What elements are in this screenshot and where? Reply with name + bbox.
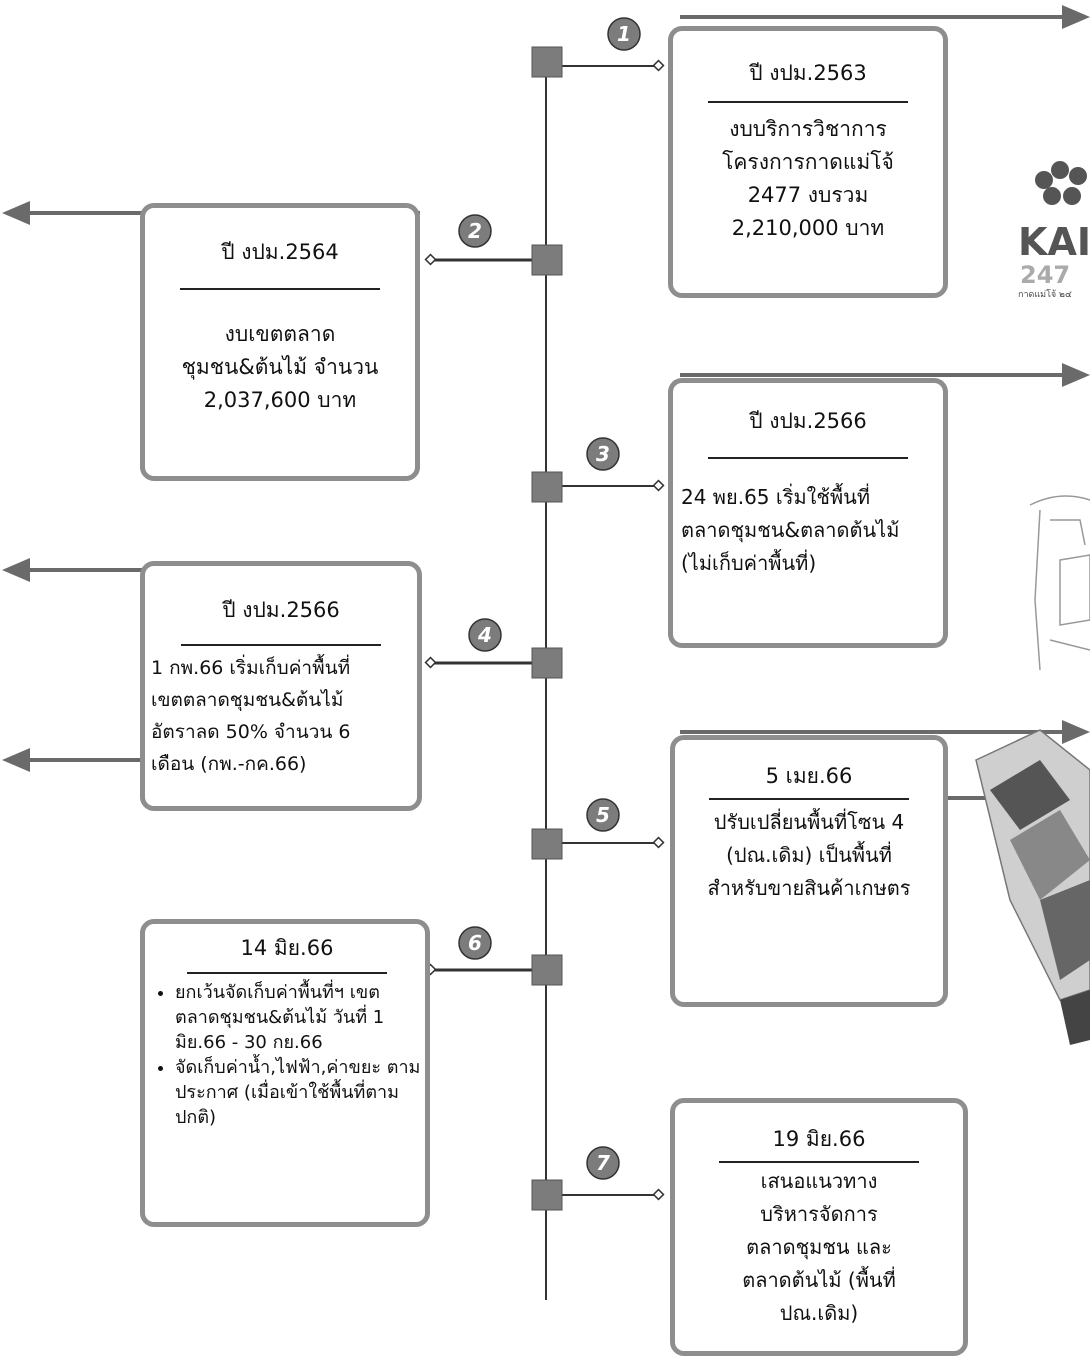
step-title: 14 มิย.66	[240, 936, 334, 960]
step-description: 1 กพ.66 เริ่มเก็บค่าพื้นที่ เขตตลาดชุมชน…	[151, 657, 351, 775]
svg-text:KAI: KAI	[1018, 220, 1090, 264]
svg-text:2: 2	[468, 219, 482, 243]
step-description: เสนอแนวทาง บริหารจัดการ ตลาดชุมชน และ ตล…	[742, 1169, 896, 1325]
step-title: ปี งปม.2566	[749, 409, 867, 433]
step-badge-1: 1	[607, 17, 641, 51]
step-title: 5 เมย.66	[765, 764, 853, 788]
step-box-4: ปี งปม.2566 1 กพ.66 เริ่มเก็บค่าพื้นที่ …	[140, 561, 422, 811]
step-description: งบเขตตลาด ชุมชน&ต้นไม้ จำนวน 2,037,600 บ…	[181, 322, 379, 412]
step-box-7: 19 มิย.66 เสนอแนวทาง บริหารจัดการ ตลาดชุ…	[670, 1098, 968, 1356]
step-badge-5: 5	[586, 798, 620, 832]
step-box-6: 14 มิย.66 ยกเว้นจัดเก็บค่าพื้นที่ฯ เขตตล…	[140, 919, 430, 1227]
step-description: 24 พย.65 เริ่มใช้พื้นที่ ตลาดชุมชน&ตลาดต…	[681, 485, 900, 575]
arrow-right-1	[680, 5, 1090, 29]
svg-text:247: 247	[1020, 261, 1070, 289]
svg-text:4: 4	[477, 623, 492, 647]
diamond-7	[652, 1188, 665, 1201]
diamond-4	[424, 656, 437, 669]
divider	[719, 1161, 919, 1163]
bullet-item: จัดเก็บค่าน้ำ,ไฟฟ้า,ค่าขยะ ตามประกาศ (เม…	[175, 1055, 421, 1130]
market-photo-illustration	[975, 729, 1090, 1045]
step-box-2: ปี งปม.2564 งบเขตตลาด ชุมชน&ต้นไม้ จำนวน…	[140, 203, 420, 481]
step-badge-3: 3	[586, 437, 620, 471]
arrow-right-3	[680, 363, 1090, 387]
svg-text:7: 7	[596, 1151, 610, 1175]
step-title: ปี งปม.2563	[749, 61, 867, 85]
arrow-right-5	[680, 720, 1090, 744]
step-badge-2: 2	[458, 214, 492, 248]
diamond-2	[424, 253, 437, 266]
node-5	[531, 828, 563, 860]
diamond-1	[652, 59, 665, 72]
svg-text:6: 6	[468, 931, 482, 955]
step-title: 19 มิย.66	[772, 1127, 866, 1151]
svg-text:3: 3	[596, 442, 610, 466]
step-bullets: ยกเว้นจัดเก็บค่าพื้นที่ฯ เขตตลาดชุมชน&ต้…	[153, 980, 421, 1130]
node-6	[531, 954, 563, 986]
step-box-1: ปี งปม.2563 งบบริการวิชาการ โครงการกาดแม…	[668, 26, 948, 298]
svg-text:1: 1	[617, 22, 631, 46]
diamond-5	[652, 836, 665, 849]
step-title: ปี งปม.2566	[222, 598, 340, 622]
node-4	[531, 647, 563, 679]
step-title: ปี งปม.2564	[221, 240, 339, 264]
market-sketch-illustration	[1029, 495, 1090, 671]
step-description: งบบริการวิชาการ โครงการกาดแม่โจ้ 2477 งบ…	[722, 117, 894, 240]
node-3	[531, 471, 563, 503]
step-badge-4: 4	[468, 618, 502, 652]
divider	[709, 798, 909, 800]
divider	[181, 644, 381, 646]
node-1	[531, 46, 563, 78]
divider	[187, 972, 387, 974]
step-badge-7: 7	[586, 1146, 620, 1180]
divider	[180, 288, 380, 290]
step-box-5: 5 เมย.66 ปรับเปลี่ยนพื้นที่โซน 4 (ปณ.เดิ…	[670, 735, 948, 1007]
node-7	[531, 1179, 563, 1211]
step-box-3: ปี งปม.2566 24 พย.65 เริ่มใช้พื้นที่ ตลา…	[668, 378, 948, 648]
divider	[708, 457, 908, 459]
kad-maejo-logo: KAI 247 กาดแม่โจ้ ๒๔	[1018, 161, 1090, 300]
svg-text:5: 5	[596, 803, 610, 827]
diamond-3	[652, 479, 665, 492]
step-badge-6: 6	[458, 926, 492, 960]
bullet-item: ยกเว้นจัดเก็บค่าพื้นที่ฯ เขตตลาดชุมชน&ต้…	[175, 980, 421, 1055]
divider	[708, 101, 908, 103]
step-description: ปรับเปลี่ยนพื้นที่โซน 4 (ปณ.เดิม) เป็นพื…	[707, 810, 911, 900]
svg-text:กาดแม่โจ้ ๒๔: กาดแม่โจ้ ๒๔	[1018, 289, 1072, 300]
node-2	[531, 244, 563, 276]
